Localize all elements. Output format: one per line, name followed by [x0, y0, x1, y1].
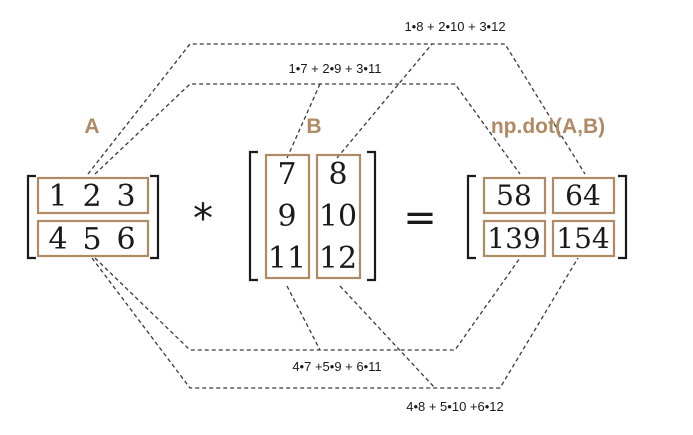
- matrix-a-cell: 1: [48, 179, 67, 214]
- matrix-a-left-bracket: [26, 174, 36, 260]
- matrix-result-cell-box-c21: [482, 219, 547, 258]
- connector-c12-top: [87, 43, 586, 175]
- formula-c22: 4•8 + 5•10 +6•12: [406, 399, 504, 414]
- matrix-b-cell: 7: [277, 157, 296, 192]
- matrix-a-cell: 3: [116, 179, 135, 214]
- formula-c12-group: 1•8 + 2•10 + 3•12: [385, 17, 525, 36]
- formula-c11-group: 1•7 + 2•9 + 3•11: [270, 59, 400, 78]
- matrix-result-cell-box-c11: [482, 176, 547, 215]
- connector-col2-up: [336, 43, 433, 159]
- matrix-a-row-2-box: [36, 219, 150, 258]
- formula-c21: 4•7 +5•9 + 6•11: [292, 359, 381, 374]
- label-a: A: [84, 115, 99, 138]
- matrix-a-cell: 2: [82, 179, 101, 214]
- matrix-result-cell-box-c22: [551, 219, 616, 258]
- matrix-a: 1 2 3 4 5 6: [26, 174, 160, 260]
- connector-col1-down: [286, 285, 321, 351]
- matrix-result-cell: 64: [565, 179, 601, 212]
- matrix-result: 58 64 139 154: [466, 174, 628, 260]
- matrix-result-cell-box-c12: [551, 176, 616, 215]
- matrix-result-cell: 139: [487, 222, 540, 255]
- formula-c21-group: 4•7 +5•9 + 6•11: [272, 357, 402, 376]
- matrix-b: 7 9 11 8 10 12: [248, 150, 377, 282]
- matrix-a-row-1-box: [36, 176, 150, 215]
- label-result: np.dot(A,B): [491, 115, 605, 138]
- matrix-result-cell: 154: [556, 222, 609, 255]
- matrix-b-cell: 9: [277, 199, 296, 234]
- matrix-result-left-bracket: [466, 174, 476, 260]
- connector-c11-top: [94, 83, 521, 175]
- connector-c22-bottom: [91, 257, 579, 389]
- matrix-b-right-bracket: [367, 150, 377, 282]
- matrix-b-left-bracket: [248, 150, 258, 282]
- matrix-result-right-bracket: [618, 174, 628, 260]
- matrix-b-column-1-box: [264, 153, 311, 280]
- matrix-b-cell: 8: [328, 157, 347, 192]
- formula-c12: 1•8 + 2•10 + 3•12: [404, 19, 505, 34]
- matrix-b-column-2-box: [315, 153, 362, 280]
- matrix-result-cell: 58: [496, 179, 532, 212]
- formula-c11: 1•7 + 2•9 + 3•11: [289, 61, 382, 76]
- formula-c22-group: 4•8 + 5•10 +6•12: [390, 397, 520, 416]
- matrix-a-right-bracket: [150, 174, 160, 260]
- matrix-a-cell: 5: [82, 222, 101, 257]
- label-b: B: [306, 115, 321, 138]
- equals-operator: =: [403, 195, 437, 241]
- connector-c21-bottom: [94, 257, 521, 351]
- multiply-operator: *: [193, 196, 213, 242]
- connector-col2-down: [339, 285, 436, 389]
- matrix-b-cell: 11: [268, 241, 306, 276]
- matrix-b-cell: 10: [319, 199, 357, 234]
- connector-lines: [87, 43, 586, 389]
- matrix-a-cell: 4: [48, 222, 67, 257]
- matrix-a-cell: 6: [116, 222, 135, 257]
- matrix-b-cell: 12: [319, 241, 357, 276]
